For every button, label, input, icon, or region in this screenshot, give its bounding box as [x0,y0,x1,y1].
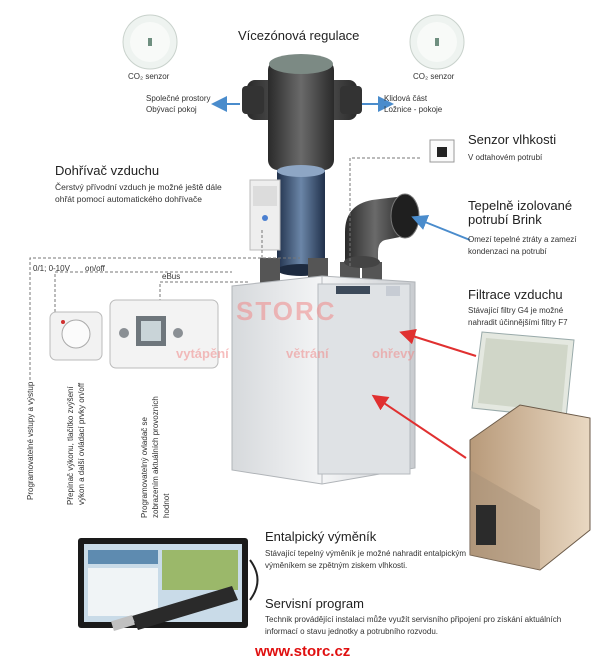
zone-left-line2: Obývací pokoj [146,105,197,114]
watermark-word-3: ohřevy [372,346,415,361]
service-text-1: Technik provádějící instalaci může využí… [265,615,562,624]
pipe-arrow [411,215,471,241]
enthalpy-text-1: Stávající tepelný výměník je možné nahra… [265,549,466,558]
website-link[interactable]: www.storc.cz [255,643,351,660]
vertical-label-controller-1: Programovatelný ovladač se [140,417,149,518]
vertical-label-switch-1: Přepínač výkonu, tlačítko zvýšení [66,386,75,505]
filter-panel [471,331,575,419]
heater-text-1: Čerstvý přívodní vzduch je možné ještě d… [55,182,222,192]
exchanger-arrow [371,394,467,459]
enthalpy-text-2: výměníkem se zpětným ziskem vlhkosti. [265,561,408,570]
co2-label-left: CO₂ senzor [128,72,170,81]
service-title: Servisní program [265,596,364,611]
vertical-label-controller-2: zobrazením aktuálních provozních [151,396,160,518]
heater-control-box [249,179,281,251]
signal-ebus-label: eBus [162,272,181,281]
filter-arrow [399,328,477,357]
humidity-text: V odtahovém potrubí [468,153,543,162]
vertical-label-inputs: Programovatelné vstupy a výstup [26,381,35,500]
watermark-brand: STORC [236,296,337,326]
co2-label-right: CO₂ senzor [413,72,455,81]
control-wiring [29,230,300,380]
heater-text-2: ohřát pomocí automatického dohřívače [55,194,202,204]
diagram-title: Vícezónová regulace [238,28,360,43]
enthalpy-title: Entalpický výměník [265,529,377,544]
usb-cable [249,559,259,601]
vertical-label-controller-3: hodnot [162,493,171,518]
watermark-word-1: vytápění [176,346,229,361]
zone-right-line1: Klidová část [384,94,428,103]
filter-title: Filtrace vzduchu [468,287,563,302]
service-text-2: informací o stavu jednotky a potrubního … [265,627,438,636]
zone-right-line2: Ložnice - pokoje [384,105,443,114]
zone-valve [242,54,362,170]
filter-text-1: Stávající filtry G4 je možné [468,306,564,315]
pipes-title-2: potrubí Brink [468,212,542,227]
humidity-title: Senzor vlhkosti [468,132,557,147]
vertical-label-switch-2: výkon a další ovládací prvky on/off [77,382,86,505]
signal-analog-label: 0/1; 0-10V [33,264,70,273]
filter-text-2: nahradit účinnějšími filtry F7 [468,318,568,327]
zone-left-line1: Společné prostory [146,94,211,103]
pipes-text-2: kondenzaci na potrubí [468,247,547,256]
co2-sensor-right [409,14,465,70]
humidity-sensor [429,139,455,163]
humidity-sensor-wire [349,157,420,268]
co2-sensor-left [122,14,178,70]
wall-switch [49,311,103,361]
insulated-pipe-elbow [344,193,420,268]
ventilation-unit [231,275,416,485]
watermark-word-2: větrání [286,346,329,361]
signal-onoff-label: on/off [85,264,105,273]
heater-title: Dohřívač vzduchu [55,163,160,178]
pipes-text-1: Omezí tepelné ztráty a zamezí [468,235,577,244]
usb-adapter [111,586,238,631]
enthalpy-exchanger [469,404,591,571]
programmable-controller [109,299,219,369]
pipes-title-1: Tepelně izolované [468,198,573,213]
